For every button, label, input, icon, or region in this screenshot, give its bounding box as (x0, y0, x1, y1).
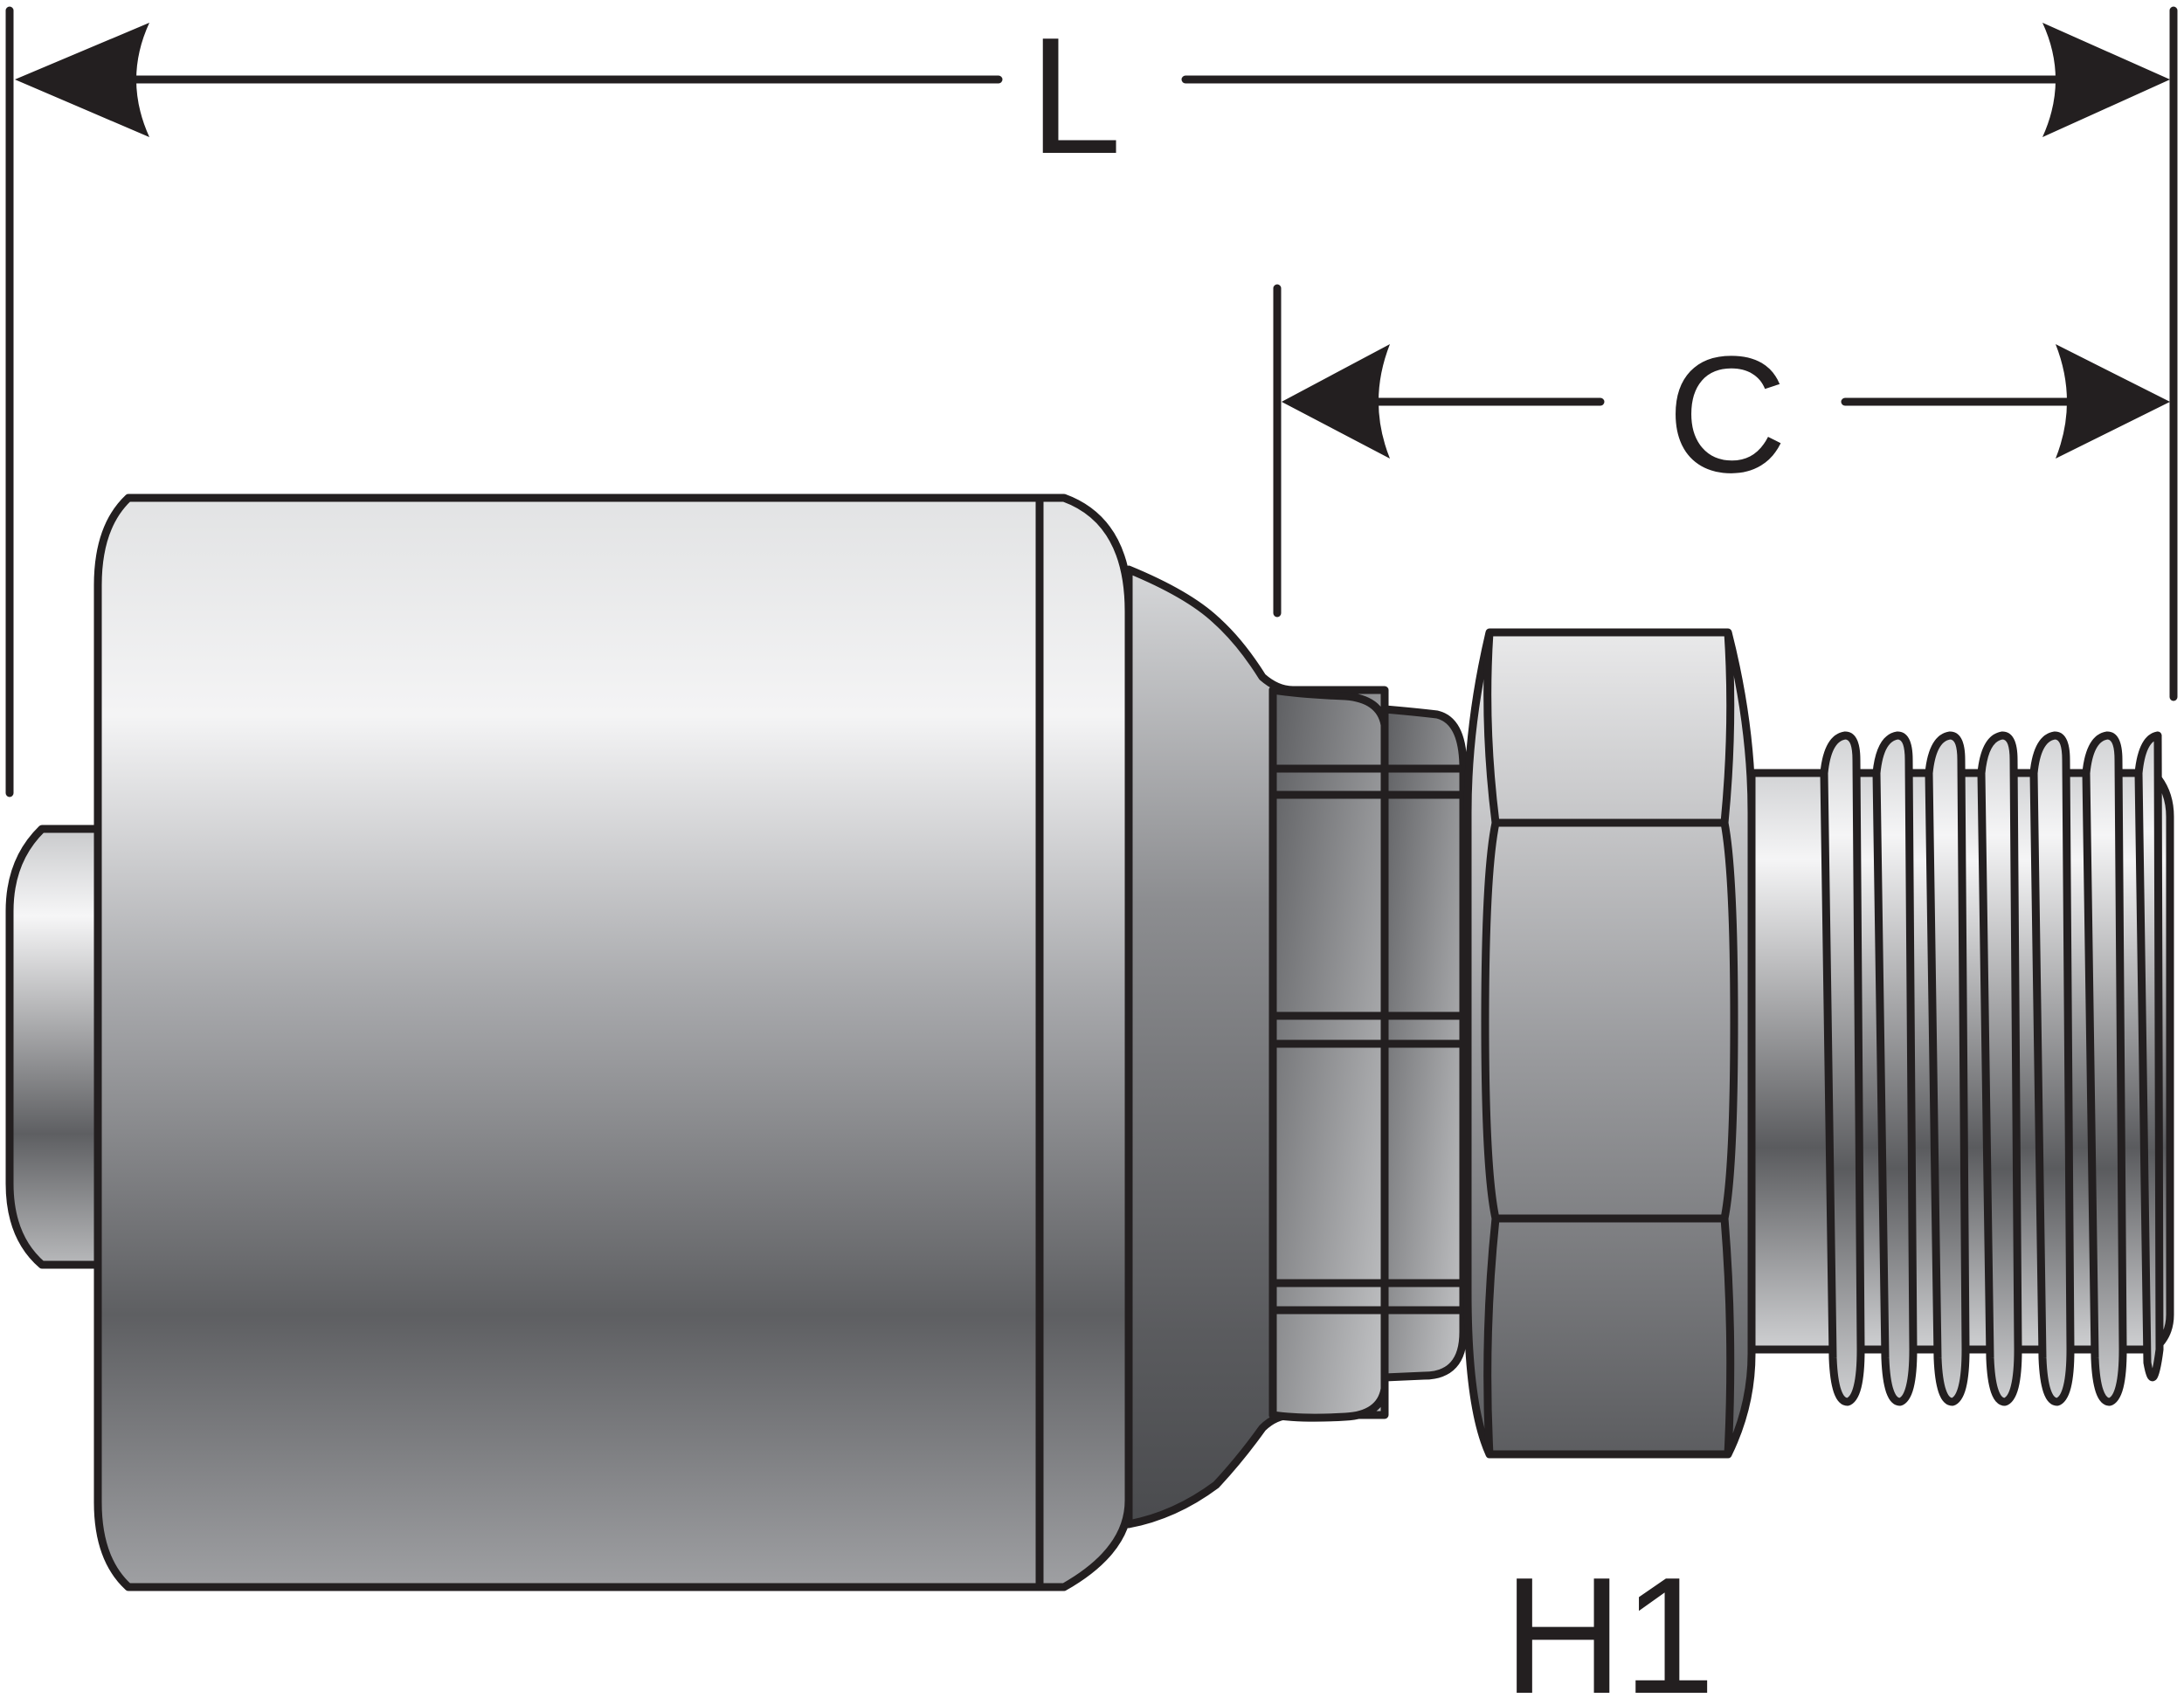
crimp-band (1268, 686, 1389, 1422)
arrowhead-c-left (1282, 344, 1390, 459)
hose-insert-tube (5, 825, 105, 1269)
hex-face-center (1481, 822, 1738, 1219)
thread-crests (1820, 731, 2164, 1406)
thread-crest-4 (1977, 731, 2022, 1406)
thread-crest-7 (2134, 731, 2164, 1382)
ferrule-end-rim (1035, 494, 1133, 1591)
hex-nut (1463, 628, 1756, 1459)
dimension-l: L (5, 3, 2178, 797)
dimension-label-l: L (1029, 3, 1122, 189)
dimension-c: C (1273, 284, 2170, 618)
arrowhead-l-left (15, 23, 149, 137)
ferrule-body (93, 494, 1044, 1591)
thread-crest-5 (2029, 731, 2075, 1406)
thread-crest-1 (1820, 731, 1865, 1406)
thread-crest-2 (1872, 731, 1918, 1406)
ferrule-neck (1124, 565, 1297, 1529)
hex-flat-lower (1483, 1218, 1735, 1455)
dimension-label-c: C (1667, 322, 1787, 507)
thread-crest-6 (2082, 731, 2127, 1406)
arrowhead-l-right (2042, 23, 2170, 137)
dimension-label-h1: H1 (1503, 1543, 1716, 1698)
thread-crest-3 (1925, 731, 1970, 1406)
arrowhead-c-right (2056, 344, 2170, 459)
fitting-part (5, 494, 2174, 1591)
